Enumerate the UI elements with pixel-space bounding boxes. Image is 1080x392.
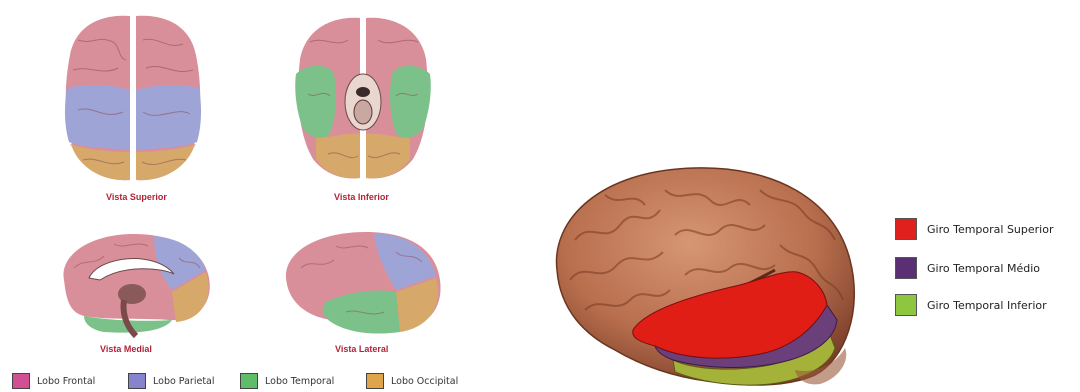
- swatch-parietal: [128, 373, 146, 389]
- legend-label: Giro Temporal Inferior: [927, 299, 1047, 312]
- brain-lateral-view: [276, 228, 451, 340]
- swatch-inferior: [895, 294, 917, 316]
- label-vista-superior: Vista Superior: [106, 192, 167, 202]
- legend-item-giro-temporal-superior: Giro Temporal Superior: [895, 218, 1053, 240]
- brain-inferior-view: [288, 14, 438, 184]
- swatch-frontal: [12, 373, 30, 389]
- legend-label: Lobo Frontal: [37, 376, 95, 387]
- legend-item-lobo-frontal: Lobo Frontal: [12, 373, 95, 389]
- swatch-superior: [895, 218, 917, 240]
- brain-superior-view: [58, 10, 208, 185]
- swatch-occipital: [366, 373, 384, 389]
- swatch-temporal: [240, 373, 258, 389]
- legend-item-lobo-temporal: Lobo Temporal: [240, 373, 334, 389]
- legend-item-giro-temporal-inferior: Giro Temporal Inferior: [895, 294, 1047, 316]
- legend-item-lobo-occipital: Lobo Occipital: [366, 373, 458, 389]
- brain-medial-view: [44, 228, 219, 340]
- legend-label: Lobo Occipital: [391, 376, 458, 387]
- label-vista-medial: Vista Medial: [100, 344, 152, 354]
- legend-item-giro-temporal-medio: Giro Temporal Médio: [895, 257, 1040, 279]
- legend-label: Giro Temporal Médio: [927, 262, 1040, 275]
- legend-label: Giro Temporal Superior: [927, 223, 1053, 236]
- swatch-medio: [895, 257, 917, 279]
- legend-label: Lobo Parietal: [153, 376, 215, 387]
- legend-label: Lobo Temporal: [265, 376, 334, 387]
- legend-item-lobo-parietal: Lobo Parietal: [128, 373, 215, 389]
- label-vista-inferior: Vista Inferior: [334, 192, 389, 202]
- label-vista-lateral: Vista Lateral: [335, 344, 388, 354]
- brain-temporal-gyri-illustration: [545, 160, 865, 390]
